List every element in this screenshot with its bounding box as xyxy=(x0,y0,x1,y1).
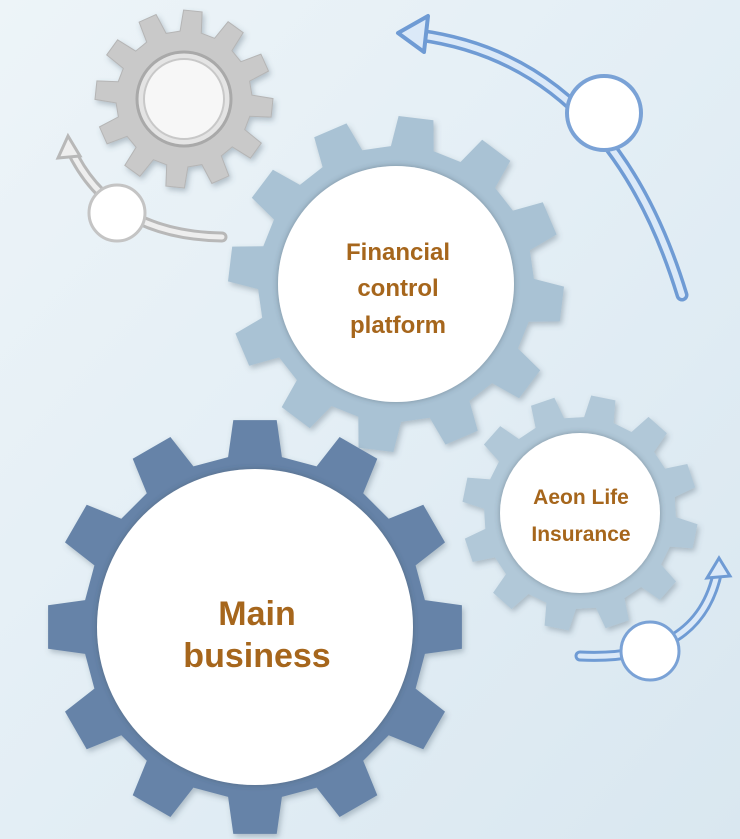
main-gear xyxy=(48,420,462,834)
main-label-line2: business xyxy=(183,637,330,675)
grey-gear xyxy=(94,9,274,189)
main-gear-hub xyxy=(97,469,413,785)
financial-gear-hub xyxy=(278,166,514,402)
arrow-head-left-grey xyxy=(55,132,83,160)
financial-gear xyxy=(228,116,564,452)
arrow-left-grey xyxy=(55,132,228,243)
financial-label-line1: Financial xyxy=(346,239,450,266)
financial-label-line3: platform xyxy=(350,312,446,339)
arrow-bottom-right xyxy=(574,555,733,682)
main-label-line1: Main xyxy=(218,595,295,633)
arrow-head-bottom-right xyxy=(704,555,733,580)
arrow-node-left-grey xyxy=(87,183,147,243)
arrow-node-top-right xyxy=(565,74,643,152)
arrow-node-bottom-right xyxy=(619,620,681,682)
arrow-head-top-right xyxy=(396,14,430,54)
arrow-top-right xyxy=(396,14,689,302)
grey-gear-hub xyxy=(143,58,225,140)
aeon-label-line1: Aeon Life xyxy=(533,486,629,509)
financial-label-line2: control xyxy=(357,275,438,302)
aeon-gear xyxy=(462,395,698,631)
aeon-gear-hub xyxy=(500,433,660,593)
aeon-label-line2: Insurance xyxy=(531,523,630,546)
